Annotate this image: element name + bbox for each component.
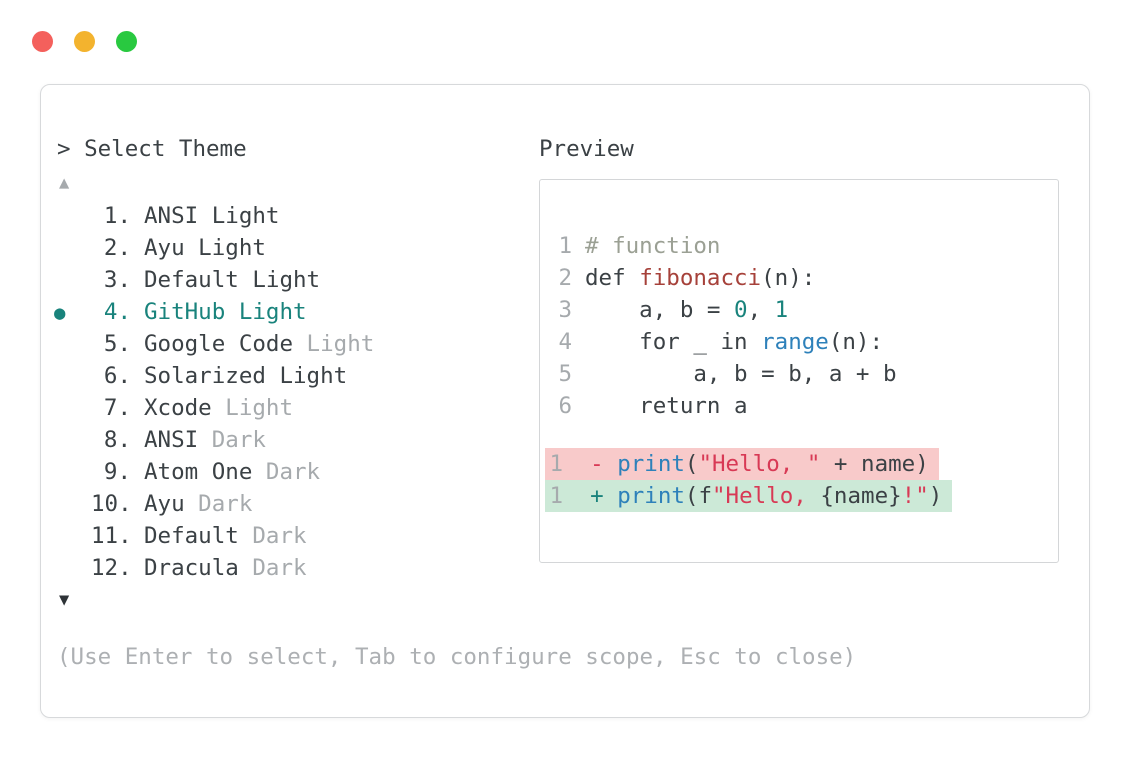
code-token: (n): xyxy=(761,265,816,291)
code-spacer xyxy=(540,422,1058,448)
theme-option-ansi[interactable]: 8. ANSI Dark xyxy=(41,424,521,456)
theme-number: 6. xyxy=(103,363,131,389)
theme-option-ayu-light[interactable]: 2. Ayu Light xyxy=(41,232,521,264)
code-token: print xyxy=(617,483,685,509)
theme-variant-dim: Dark xyxy=(238,523,307,549)
selected-bullet-icon: ● xyxy=(54,302,66,324)
code-token: a, b = b, a + b xyxy=(585,361,897,387)
code-token: !" xyxy=(901,483,929,509)
minimize-button[interactable] xyxy=(74,31,95,52)
theme-variant-dim: Dark xyxy=(238,555,307,581)
code-token: ) xyxy=(928,483,943,509)
theme-variant-dim: Dark xyxy=(184,491,253,517)
code-token: # function xyxy=(585,233,721,259)
code-line-number: 1 xyxy=(549,451,563,477)
theme-variant-dim: Dark xyxy=(252,459,321,485)
diff-line-removed: 1 - print("Hello, " + name) xyxy=(545,448,939,480)
code-token: (f xyxy=(684,483,713,509)
code-token: fibonacci xyxy=(639,265,762,291)
window-controls xyxy=(32,31,137,52)
theme-option-xcode[interactable]: 7. Xcode Light xyxy=(41,392,521,424)
code-token: + xyxy=(563,483,618,509)
theme-picker-dialog: > Select Theme ▲ 1. ANSI Light 2. Ayu Light… xyxy=(40,84,1090,718)
theme-name: Xcode Light xyxy=(144,395,294,421)
theme-option-atom-one[interactable]: 9. Atom One Dark xyxy=(41,456,521,488)
code-line-number: 4 xyxy=(558,329,572,355)
code-token: "Hello, xyxy=(712,483,821,509)
code-token: print xyxy=(617,451,685,477)
theme-option-ansi-light[interactable]: 1. ANSI Light xyxy=(41,200,521,232)
theme-name: Ayu Light xyxy=(144,235,266,261)
theme-number: 11. xyxy=(91,523,132,549)
theme-list: 1. ANSI Light 2. Ayu Light 3. Default Light ● 4… xyxy=(41,200,521,584)
scroll-down-icon[interactable]: ▼ xyxy=(59,590,70,610)
theme-name: Dracula Dark xyxy=(144,555,307,581)
theme-name: Default Light xyxy=(144,267,321,293)
theme-number: 8. xyxy=(103,427,131,453)
theme-number: 2. xyxy=(103,235,131,261)
code-token: (n): xyxy=(828,329,884,355)
theme-variant-dim: Dark xyxy=(198,427,266,453)
theme-option-solarized-light[interactable]: 6. Solarized Light xyxy=(41,360,521,392)
theme-number: 3. xyxy=(103,267,131,293)
code-token: def xyxy=(585,265,640,291)
select-theme-prompt: > Select Theme xyxy=(57,136,247,162)
code-token: range xyxy=(761,329,829,355)
theme-option-google-code[interactable]: 5. Google Code Light xyxy=(41,328,521,360)
code-line-number: 2 xyxy=(558,265,572,291)
theme-option-github-light[interactable]: ● 4. GitHub Light xyxy=(41,296,521,328)
code-line: 3 a, b = 0, 1 xyxy=(540,294,1058,326)
code-line-number: 6 xyxy=(558,393,572,419)
code-token: - xyxy=(563,451,618,477)
theme-number: 10. xyxy=(91,491,132,517)
code-token: "Hello, " xyxy=(698,451,821,477)
code-token: return a xyxy=(585,393,748,419)
theme-number: 12. xyxy=(91,555,132,581)
theme-name: Default Dark xyxy=(144,523,307,549)
code-line: 6 return a xyxy=(540,390,1058,422)
code-token: + name) xyxy=(820,451,929,477)
theme-number: 7. xyxy=(103,395,131,421)
theme-number: 4. xyxy=(103,299,131,325)
diff-line-added: 1 + print(f"Hello, {name}!") xyxy=(545,480,953,512)
theme-name: Google Code Light xyxy=(144,331,375,357)
code-line: 1 # function xyxy=(540,230,1058,262)
theme-name: Solarized Light xyxy=(144,363,348,389)
code-token: {name} xyxy=(820,483,902,509)
close-button[interactable] xyxy=(32,31,53,52)
code-line: 2 def fibonacci(n): xyxy=(540,262,1058,294)
footer-hint: (Use Enter to select, Tab to configure s… xyxy=(57,644,857,670)
theme-option-dracula[interactable]: 12. Dracula Dark xyxy=(41,552,521,584)
code-token: , xyxy=(747,297,775,323)
theme-name: Ayu Dark xyxy=(144,491,253,517)
code-token: a, b = xyxy=(585,297,735,323)
theme-name: GitHub Light xyxy=(144,299,307,325)
theme-variant-dim: Light xyxy=(293,331,375,357)
code-token: 0 xyxy=(734,297,748,323)
code-line-number: 3 xyxy=(558,297,572,323)
theme-name: ANSI Dark xyxy=(144,427,266,453)
theme-option-default[interactable]: 11. Default Dark xyxy=(41,520,521,552)
preview-title: Preview xyxy=(539,136,634,162)
zoom-button[interactable] xyxy=(116,31,137,52)
code-token: ( xyxy=(684,451,699,477)
code-line-number: 5 xyxy=(558,361,572,387)
theme-variant-dim: Light xyxy=(211,395,294,421)
theme-option-default-light[interactable]: 3. Default Light xyxy=(41,264,521,296)
scroll-up-icon[interactable]: ▲ xyxy=(59,173,70,193)
code-token: for _ in xyxy=(585,329,762,355)
theme-name: Atom One Dark xyxy=(144,459,321,485)
theme-number: 1. xyxy=(103,203,131,229)
code-line-number: 1 xyxy=(558,233,572,259)
code-token: 1 xyxy=(774,297,789,323)
code-line: 5 a, b = b, a + b xyxy=(540,358,1058,390)
theme-name: ANSI Light xyxy=(144,203,280,229)
code-line: 4 for _ in range(n): xyxy=(540,326,1058,358)
code-line-number: 1 xyxy=(549,483,563,509)
theme-number: 5. xyxy=(103,331,131,357)
theme-number: 9. xyxy=(103,459,131,485)
theme-option-ayu[interactable]: 10. Ayu Dark xyxy=(41,488,521,520)
